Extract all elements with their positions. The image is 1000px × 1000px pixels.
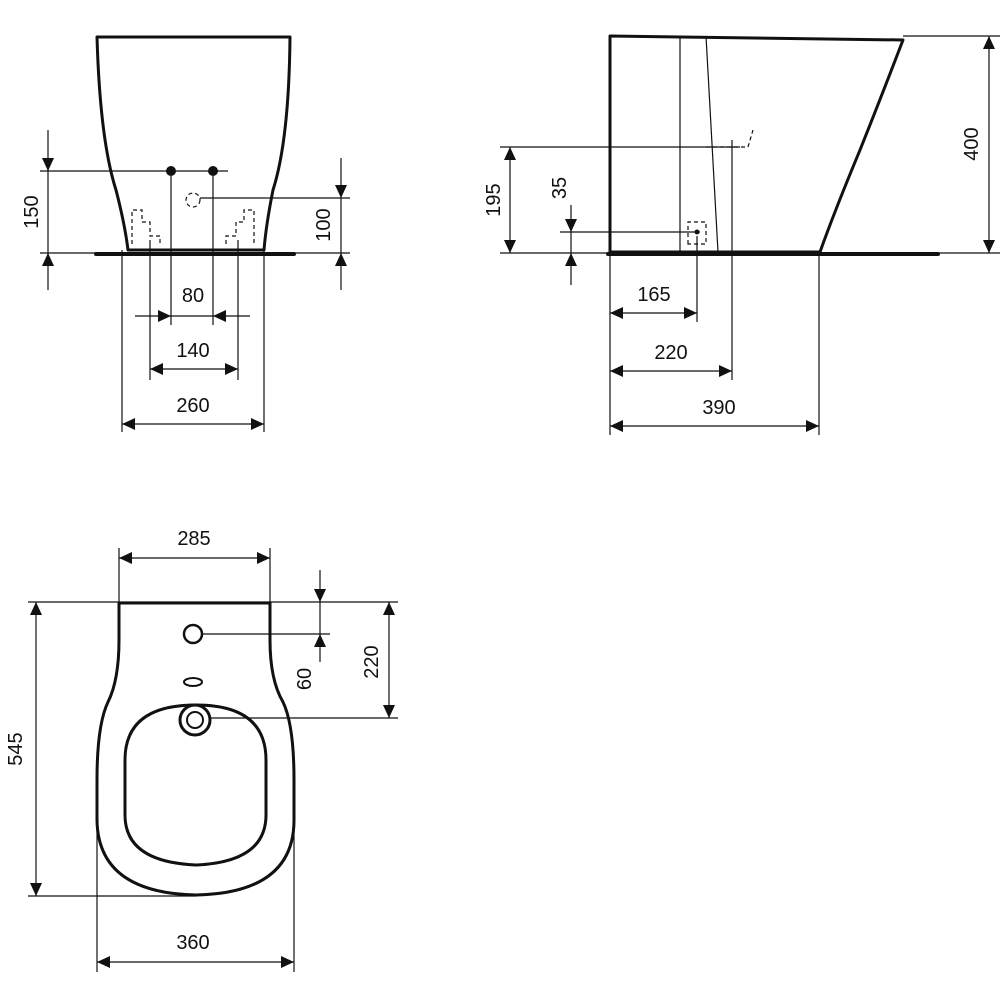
- tap-hole: [182, 623, 204, 645]
- dim-140-label: 140: [176, 340, 209, 362]
- dim-60-label: 60: [294, 668, 316, 690]
- top-body-outline: [95, 601, 296, 897]
- front-bracket-right: [225, 209, 255, 244]
- top-bowl-outline: [123, 703, 268, 867]
- dim-285-label: 285: [177, 528, 210, 550]
- dim-150-label: 150: [21, 195, 43, 228]
- dim-195-label: 195: [483, 183, 505, 216]
- side-body-outline: [608, 34, 905, 254]
- front-drain-hidden: [185, 192, 201, 208]
- front-view: 150 100 80 140 260: [21, 35, 350, 432]
- dim-220-top-label: 220: [361, 645, 383, 678]
- dim-400-label: 400: [961, 127, 983, 160]
- top-view: 285 545 60 220 360: [5, 528, 398, 972]
- side-view: 400 195 35 165 220 390: [483, 34, 1000, 435]
- dim-390-label: 390: [702, 397, 735, 419]
- dim-545-label: 545: [5, 732, 27, 765]
- dim-360-label: 360: [176, 932, 209, 954]
- overflow-hole: [183, 677, 203, 687]
- front-body-outline: [95, 35, 292, 252]
- drain-inner: [186, 711, 204, 729]
- dim-260-label: 260: [176, 395, 209, 417]
- dim-165-label: 165: [637, 284, 670, 306]
- dim-220-side-label: 220: [654, 342, 687, 364]
- dim-100-label: 100: [313, 208, 335, 241]
- dim-35-label: 35: [549, 177, 571, 199]
- front-bracket-left: [131, 209, 161, 244]
- drain-outer: [178, 703, 212, 737]
- dim-80-label: 80: [182, 285, 204, 307]
